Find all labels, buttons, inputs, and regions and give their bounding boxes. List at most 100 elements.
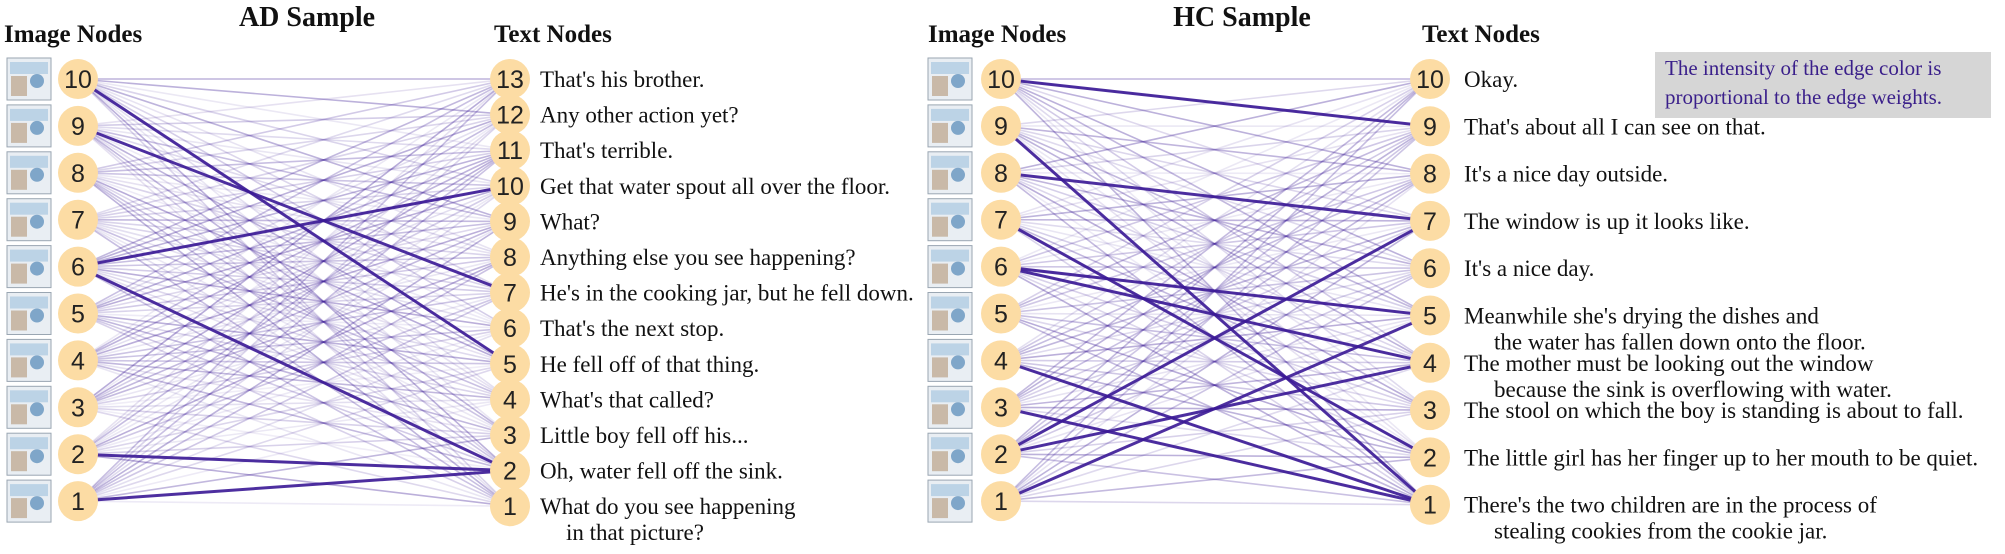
strong-edge (1000, 171, 1431, 223)
edge (77, 149, 511, 455)
edge (1000, 359, 1431, 364)
edge (77, 265, 511, 365)
text-node-sentence: The mother must be looking out the windo… (1464, 351, 1874, 376)
edge (77, 78, 511, 315)
text-node-sentence: the water has fallen down onto the floor… (1494, 330, 1866, 355)
edge (77, 453, 511, 507)
edge (77, 113, 511, 268)
image-node-label: 8 (994, 160, 1008, 188)
text-node-sentence: That's terrible. (540, 138, 673, 163)
edge (1000, 219, 1431, 506)
text-node-sentence: Oh, water fell off the sink. (540, 459, 783, 484)
edge (1000, 125, 1431, 222)
image-thumbnail (6, 57, 52, 101)
edge (77, 291, 511, 315)
text-node (490, 415, 530, 455)
edge (77, 114, 511, 502)
text-node (1410, 248, 1450, 289)
edge (77, 125, 511, 223)
text-node-sentence: That's about all I can see on that. (1464, 114, 1766, 139)
edge (77, 218, 511, 294)
image-node (58, 152, 98, 193)
edge (77, 185, 511, 455)
image-thumbnail (927, 292, 973, 335)
image-node-label: 7 (994, 207, 1008, 235)
edge (77, 78, 511, 294)
image-node (981, 387, 1021, 428)
edge (77, 125, 511, 472)
text-node-label: 7 (1423, 208, 1437, 236)
edge (1000, 172, 1431, 315)
edge (1000, 172, 1431, 317)
edge (1000, 125, 1431, 364)
edge (77, 113, 511, 127)
edge (1000, 125, 1431, 408)
edge (77, 185, 511, 409)
text-node-label: 9 (1423, 113, 1437, 141)
edge (77, 256, 511, 268)
edge (77, 220, 511, 268)
text-node-label: 8 (503, 244, 517, 272)
text-node-label: 6 (1423, 255, 1437, 283)
image-node-label: 10 (64, 66, 92, 94)
image-thumbnail (927, 57, 973, 101)
text-node (490, 201, 530, 242)
edge (77, 125, 511, 401)
text-node-sentence: Any other action yet? (540, 103, 739, 128)
image-node-label: 6 (71, 254, 85, 282)
edge (77, 78, 511, 127)
edge (1000, 78, 1431, 221)
edge (77, 363, 511, 455)
text-node-label: 3 (503, 422, 517, 450)
text-node (490, 308, 530, 349)
image-node (58, 105, 98, 146)
edge (1000, 218, 1431, 222)
edge (77, 185, 511, 221)
image-node-label: 2 (71, 441, 85, 469)
text-node (1410, 153, 1450, 194)
text-node-sentence: in that picture? (566, 520, 704, 545)
image-node (58, 387, 98, 428)
text-node-label: 11 (497, 137, 523, 165)
text-node (490, 165, 530, 206)
text-node (1410, 390, 1450, 431)
text-node-sentence: That's his brother. (540, 67, 704, 92)
edge (1000, 456, 1431, 502)
nodes-layer (6, 57, 1450, 527)
edge (1000, 265, 1431, 270)
edge (1000, 220, 1431, 315)
edge (1000, 125, 1431, 174)
strong-edge (77, 77, 511, 366)
text-node-sentence: stealing cookies from the cookie jar. (1494, 519, 1827, 544)
edge (77, 149, 511, 315)
image-node (981, 199, 1021, 240)
edge (77, 265, 511, 401)
edge (1000, 78, 1431, 455)
edge (77, 406, 511, 472)
edge (77, 78, 511, 408)
edge (1000, 172, 1431, 268)
edge (77, 312, 511, 401)
edge (77, 125, 511, 187)
text-node (1410, 200, 1450, 241)
text-node (490, 59, 530, 99)
edge (1000, 78, 1431, 174)
text-node-sentence: The window is up it looks like. (1464, 209, 1750, 234)
edge (77, 78, 511, 116)
text-node (490, 343, 530, 384)
edge (77, 312, 511, 365)
edge (1000, 78, 1431, 268)
edge (77, 256, 511, 362)
edge (77, 125, 511, 365)
edge (77, 78, 511, 268)
image-node (58, 293, 98, 334)
edge (77, 327, 511, 502)
edge (1000, 312, 1431, 459)
edge (1000, 78, 1431, 269)
edge (77, 406, 511, 507)
edge (77, 327, 511, 455)
panel-title: HC Sample (1173, 2, 1311, 33)
edge (77, 172, 511, 258)
edge (77, 218, 511, 329)
